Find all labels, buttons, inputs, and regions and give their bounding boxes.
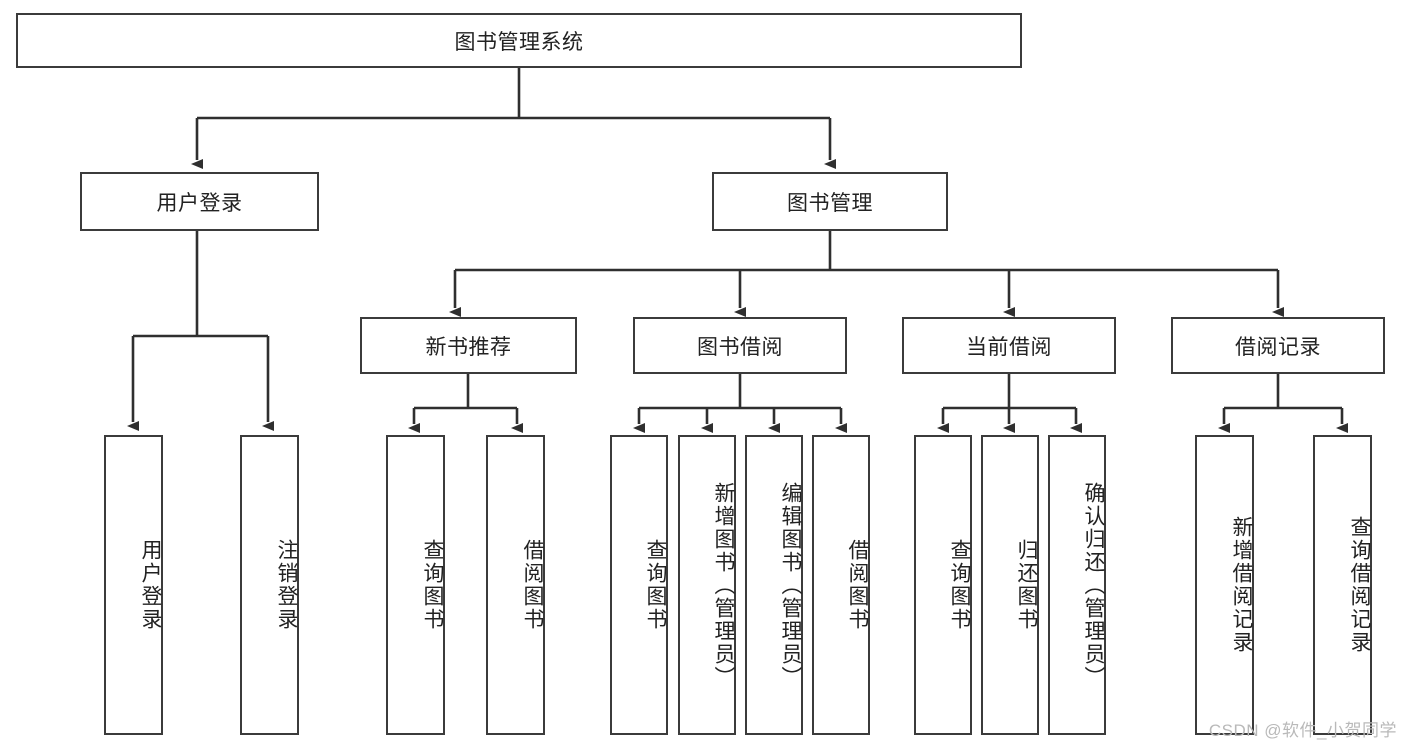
node-label: 图书借阅 <box>697 335 783 359</box>
leaf-current-borrow-query-book[interactable]: 查询图书 <box>914 435 972 735</box>
leaf-book-borrow-borrow-book[interactable]: 借阅图书 <box>812 435 870 735</box>
node-label: 借阅图书 <box>846 539 869 631</box>
watermark: CSDN @软件_小贺同学 <box>1208 721 1397 740</box>
node-user-login[interactable]: 用户登录 <box>80 172 319 231</box>
leaf-book-borrow-add-book-admin[interactable]: 新增图书（管理员） <box>678 435 736 735</box>
node-label: 注销登录 <box>275 539 298 631</box>
node-label: 查询图书 <box>644 539 667 631</box>
node-book-management[interactable]: 图书管理 <box>712 172 948 231</box>
leaf-new-book-query-book[interactable]: 查询图书 <box>386 435 445 735</box>
leaf-borrow-record-query-record[interactable]: 查询借阅记录 <box>1313 435 1372 735</box>
node-label: 新书推荐 <box>425 335 512 359</box>
leaf-current-borrow-return-book[interactable]: 归还图书 <box>981 435 1039 735</box>
node-label: 确认归还（管理员） <box>1082 481 1105 689</box>
node-book-borrow[interactable]: 图书借阅 <box>633 317 847 374</box>
node-borrow-record[interactable]: 借阅记录 <box>1171 317 1385 374</box>
node-label: 新增图书（管理员） <box>712 481 735 689</box>
leaf-new-book-borrow-book[interactable]: 借阅图书 <box>486 435 545 735</box>
node-label: 当前借阅 <box>966 335 1052 359</box>
node-label: 新增借阅记录 <box>1230 516 1253 654</box>
node-label: 用户登录 <box>139 539 162 631</box>
node-label: 归还图书 <box>1015 539 1038 631</box>
node-current-borrow[interactable]: 当前借阅 <box>902 317 1116 374</box>
node-new-book-recommend[interactable]: 新书推荐 <box>360 317 577 374</box>
node-label: 借阅图书 <box>521 539 544 631</box>
leaf-book-borrow-query-book[interactable]: 查询图书 <box>610 435 668 735</box>
node-label: 用户登录 <box>156 191 243 215</box>
node-label: 图书管理 <box>787 191 873 215</box>
node-label: 图书管理系统 <box>454 30 584 54</box>
node-label: 查询图书 <box>948 539 971 631</box>
node-root-book-management-system[interactable]: 图书管理系统 <box>16 13 1022 68</box>
node-label: 编辑图书（管理员） <box>779 481 802 689</box>
leaf-current-borrow-confirm-return-admin[interactable]: 确认归还（管理员） <box>1048 435 1106 735</box>
leaf-user-login-logout[interactable]: 注销登录 <box>240 435 299 735</box>
node-label: 借阅记录 <box>1235 335 1321 359</box>
leaf-borrow-record-add-record[interactable]: 新增借阅记录 <box>1195 435 1254 735</box>
leaf-book-borrow-edit-book-admin[interactable]: 编辑图书（管理员） <box>745 435 803 735</box>
node-label: 查询图书 <box>421 539 444 631</box>
leaf-user-login-login[interactable]: 用户登录 <box>104 435 163 735</box>
node-label: 查询借阅记录 <box>1348 516 1371 654</box>
